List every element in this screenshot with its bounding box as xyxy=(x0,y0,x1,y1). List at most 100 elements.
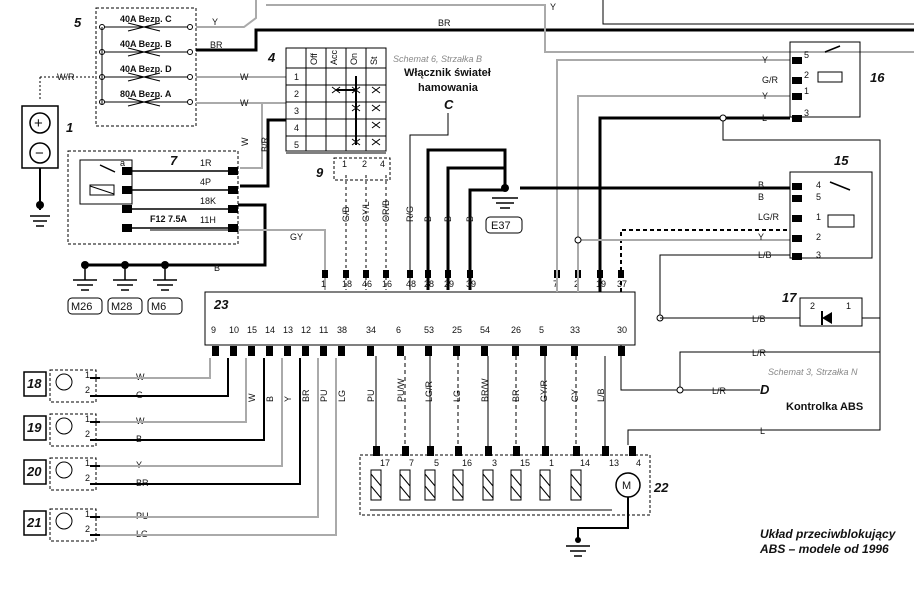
ignition-number: 4 xyxy=(267,50,276,65)
ecu-bottom-pin: 54 xyxy=(480,325,490,335)
ecu-bottom-wire: PU xyxy=(366,389,376,402)
sensor-number: 19 xyxy=(27,420,42,435)
modulator-pin: 3 xyxy=(492,458,497,468)
ecu-top-pin: 7 xyxy=(553,279,558,289)
ecu-top-pin: 48 xyxy=(406,279,416,289)
relay16-wire: L xyxy=(762,113,767,123)
wire-label-br-mid: BR xyxy=(438,18,451,28)
ecu-top-pin: 16 xyxy=(382,279,392,289)
relay16-wire: G/R xyxy=(762,75,779,85)
fuse-label: 80A Bezp. A xyxy=(120,89,172,99)
ecu-bottom-wire: PU xyxy=(319,389,329,402)
solenoid-icon xyxy=(510,469,522,501)
relay7-pin: 4P xyxy=(200,177,211,187)
relay16-pin: 5 xyxy=(804,50,809,60)
fuse-label: 40A Bezp. C xyxy=(120,14,172,24)
relay15-pin: 3 xyxy=(816,250,821,260)
relay16-pin: 1 xyxy=(804,86,809,96)
modulator-number: 22 xyxy=(653,480,669,495)
relay15-number: 15 xyxy=(834,153,849,168)
modulator-pin: 14 xyxy=(580,458,590,468)
wire-label-br-ign: B/R xyxy=(260,136,270,152)
ground-e37-label: E37 xyxy=(491,220,511,232)
ecu-bottom-wire: W xyxy=(247,393,257,402)
sensor-pin: 2 xyxy=(85,429,90,439)
relay7-number: 7 xyxy=(170,153,178,168)
ecu-bottom-wire: L/B xyxy=(596,388,606,402)
sensor-pin: 1 xyxy=(85,370,90,380)
connector-9: 9 1 2 4 xyxy=(316,157,391,181)
solenoid-icon xyxy=(370,469,382,501)
ground-label: M26 xyxy=(71,301,92,313)
ignition-row: 2 xyxy=(294,89,299,99)
ecu-bottom-wire: B xyxy=(265,396,275,402)
diode17-wire-l: L/B xyxy=(752,314,766,324)
modulator-pin: 5 xyxy=(434,458,439,468)
modulator-motor: M xyxy=(622,480,631,492)
relay15-pin: 5 xyxy=(816,192,821,202)
sensor-icon xyxy=(55,512,73,530)
ecu-top-pin: 28 xyxy=(424,279,434,289)
battery-number: 1 xyxy=(66,120,73,135)
sensor-number: 21 xyxy=(26,515,41,530)
modulator-pin: 16 xyxy=(462,458,472,468)
ignition-col: On xyxy=(349,53,359,65)
relay15-wire: Y xyxy=(758,232,764,242)
fuse-icon xyxy=(127,97,161,107)
ecu-bottom-wire: Y xyxy=(283,396,293,402)
sensor-pin: 1 xyxy=(85,509,90,519)
fuse-box-outline xyxy=(95,7,197,127)
frame-corner xyxy=(602,0,914,25)
battery-plus: + xyxy=(34,115,43,132)
ecu-bottom-pin: 53 xyxy=(424,325,434,335)
ecu-top-pin: 46 xyxy=(362,279,372,289)
ecu-bottom-pin: 9 xyxy=(211,325,216,335)
wire-label-lr-top: L/R xyxy=(752,348,767,358)
wire-label-l-bottom: L xyxy=(760,426,765,436)
relay16-wire: Y xyxy=(762,91,768,101)
relay16-pin: 3 xyxy=(804,108,809,118)
brake-ref: Schemat 6, Strzałka B xyxy=(393,54,482,64)
ecu-top-wire: R/G xyxy=(405,206,415,222)
sensor-pin: 1 xyxy=(85,458,90,468)
wire-label-y-top: Y xyxy=(212,17,218,27)
ecu-top-wire: OR/B xyxy=(381,200,391,222)
modulator-pin: 4 xyxy=(636,458,641,468)
relay7-pin: 1R xyxy=(200,158,212,168)
sensor-icon xyxy=(55,461,73,479)
fuse-label: 40A Bezp. D xyxy=(120,64,172,74)
relay15-wire: L/B xyxy=(758,250,772,260)
caption-line1: Układ przeciwblokujący xyxy=(760,527,897,541)
ground-label: M28 xyxy=(111,301,132,313)
sensor-number: 20 xyxy=(26,464,42,479)
battery-minus: − xyxy=(35,145,44,162)
ecu-bottom-pin: 38 xyxy=(337,325,347,335)
ecu-bottom-wire: GY/R xyxy=(539,379,549,402)
modulator-pin: 7 xyxy=(409,458,414,468)
ignition-row: 4 xyxy=(294,123,299,133)
ecu-bottom-pin: 14 xyxy=(265,325,275,335)
solenoid-icon xyxy=(399,469,411,501)
ecu-top-pin: 37 xyxy=(617,279,627,289)
fuse-icon xyxy=(127,72,161,82)
relay16-number: 16 xyxy=(870,70,885,85)
ecu-top-wire: B xyxy=(423,216,433,222)
battery-wire-label: W/R xyxy=(57,72,75,82)
conn9-pin-2: 2 xyxy=(362,159,367,169)
ecu-bottom-wire: LG xyxy=(452,390,462,402)
ecu-bottom-pin: 11 xyxy=(319,325,328,335)
diode17-pin-2: 2 xyxy=(810,301,815,311)
diode17-number: 17 xyxy=(782,290,797,305)
ecu-bottom-pin: 34 xyxy=(366,325,376,335)
ecu-bottom-wire: PU/W xyxy=(396,378,406,402)
ecu-bottom-pin: 12 xyxy=(301,325,311,335)
fuse-icon xyxy=(127,22,161,32)
sensor-number: 18 xyxy=(27,376,42,391)
ecu-bottom-pin: 15 xyxy=(247,325,257,335)
ground-label: M6 xyxy=(151,301,166,313)
ecu-bottom-wire: GY xyxy=(570,389,580,402)
ecu-top-pin: 29 xyxy=(444,279,454,289)
